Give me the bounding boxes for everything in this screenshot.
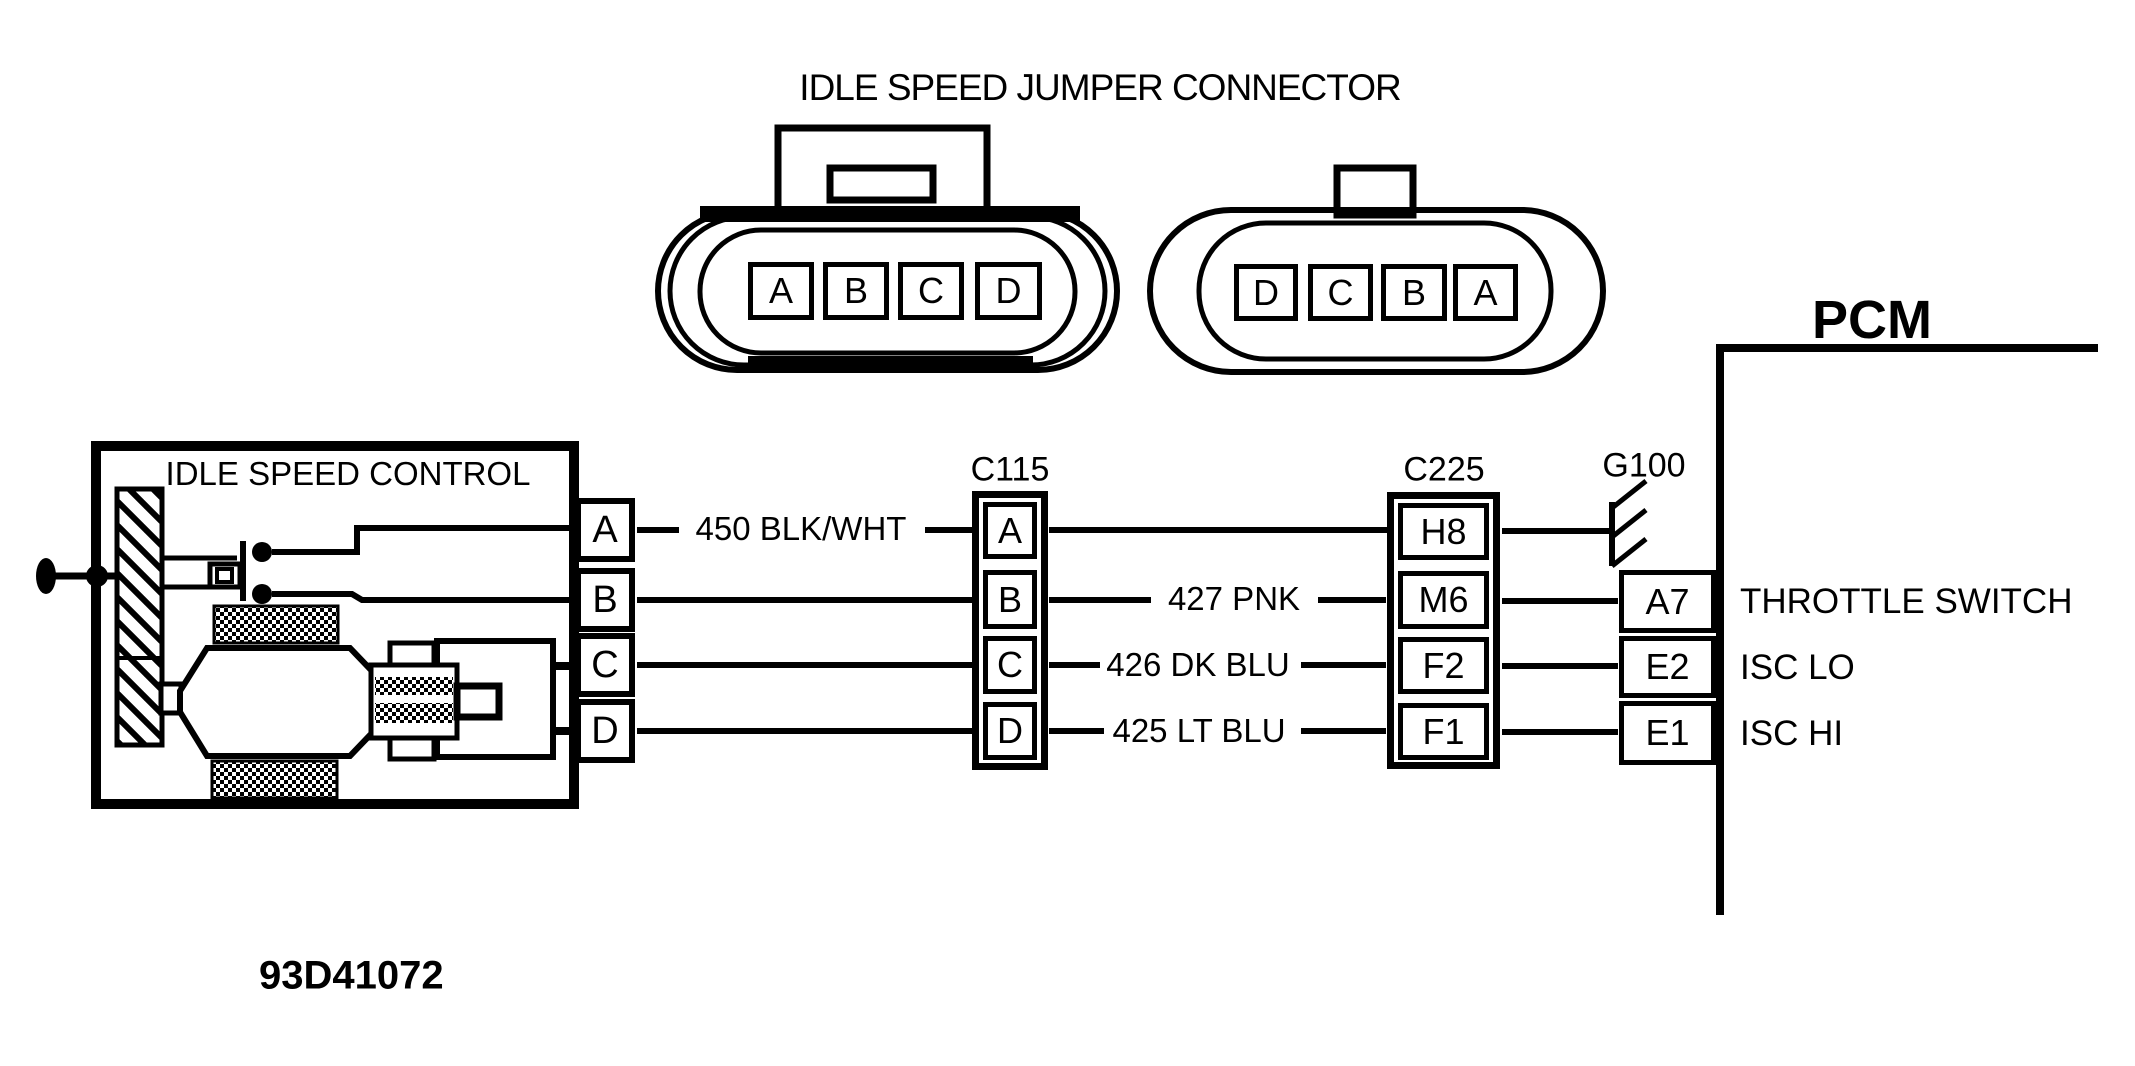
jumper-connector-rear-shape: [1147, 164, 1606, 375]
pcm-function-isc-lo: ISC LO: [1740, 648, 1855, 687]
c115-pin-c: C: [983, 636, 1037, 694]
wire-label-425-lt-blu: 425 LT BLU: [1112, 712, 1286, 749]
pcm-pin-e2: E2: [1619, 636, 1716, 698]
jumper-front-pin-d: D: [975, 262, 1042, 320]
c225-pin-h8: H8: [1398, 503, 1489, 560]
jumper-rear-pin-b: B: [1381, 264, 1447, 321]
idle-speed-control-label: IDLE SPEED CONTROL: [165, 455, 531, 492]
isc-pin-b: B: [575, 568, 635, 632]
wire-450-blk-wht-path: [637, 527, 1612, 534]
isc-pin-c: C: [575, 633, 635, 697]
c225-pin-m6: M6: [1398, 571, 1489, 629]
g100-label: G100: [1602, 446, 1686, 485]
c115-label: C115: [970, 450, 1050, 489]
c225-pin-f2: F2: [1398, 637, 1489, 694]
jumper-connector-front-shape: [655, 124, 1120, 373]
pcm-pin-e1: E1: [1619, 701, 1716, 765]
jumper-front-pin-a: A: [748, 262, 814, 320]
pcm-pin-a7: A7: [1619, 570, 1716, 633]
pcm-boundary: [1716, 344, 2098, 915]
c225-pin-f1: F1: [1398, 703, 1489, 760]
pcm-function-throttle-switch: THROTTLE SWITCH: [1740, 582, 2073, 621]
jumper-rear-pin-a: A: [1453, 264, 1518, 321]
c115-pin-b: B: [983, 570, 1037, 629]
ground-symbol: [1609, 479, 1648, 568]
pcm-function-isc-hi: ISC HI: [1740, 714, 1844, 753]
jumper-front-pin-b: B: [823, 262, 889, 320]
wire-label-427-pnk: 427 PNK: [1167, 580, 1301, 617]
wire-425-lt-blu-path: [637, 728, 1618, 735]
wire-427-pnk-path: [637, 597, 1618, 604]
wire-label-450-blk-wht: 450 BLK/WHT: [695, 510, 907, 547]
diagram-title: IDLE SPEED JUMPER CONNECTOR: [799, 67, 1401, 108]
jumper-rear-pin-c: C: [1308, 264, 1373, 321]
idle-speed-control-shape: [36, 441, 579, 809]
wire-426-dk-blu-path: [637, 662, 1618, 669]
jumper-front-pin-c: C: [898, 262, 964, 320]
isc-pin-d: D: [575, 699, 635, 763]
c115-pin-d: D: [983, 702, 1037, 760]
c225-label: C225: [1403, 450, 1485, 489]
isc-pin-a: A: [575, 498, 635, 562]
c115-pin-a: A: [983, 502, 1037, 559]
jumper-rear-pin-d: D: [1234, 264, 1298, 321]
pcm-label: PCM: [1812, 290, 1932, 350]
part-number: 93D41072: [259, 953, 444, 998]
wire-label-426-dk-blu: 426 DK BLU: [1106, 646, 1290, 683]
